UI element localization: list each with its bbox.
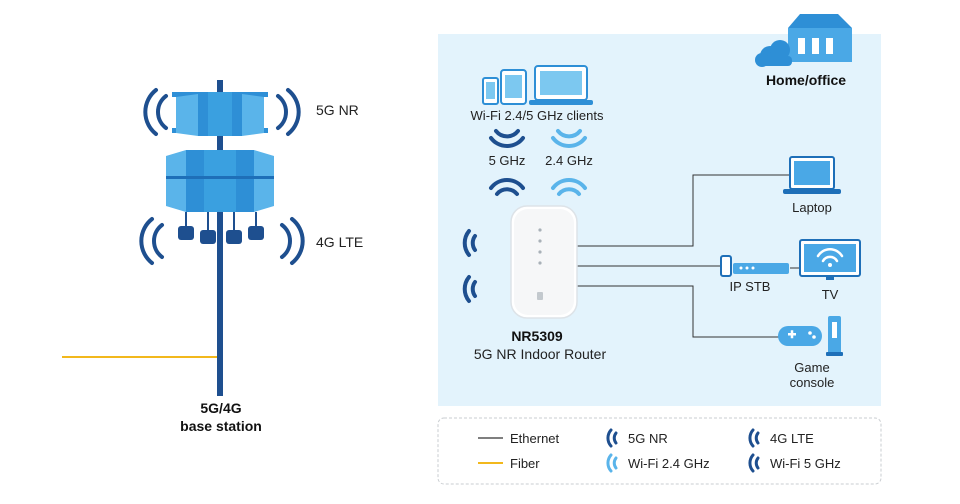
legend-ethernet-label: Ethernet bbox=[510, 431, 560, 446]
legend-nr-label: 5G NR bbox=[628, 431, 668, 446]
legend-wifi5-label: Wi-Fi 5 GHz bbox=[770, 456, 841, 471]
tower-title-line1: 5G/4G bbox=[200, 400, 241, 416]
legend-wifi5-icon bbox=[748, 453, 760, 473]
band-24ghz-label: 2.4 GHz bbox=[545, 153, 593, 168]
stb-label: IP STB bbox=[730, 279, 771, 294]
nr-signal-left-icon bbox=[143, 88, 168, 136]
router-device bbox=[510, 205, 578, 319]
nr-label: 5G NR bbox=[316, 102, 359, 118]
router-model: NR5309 bbox=[511, 328, 563, 344]
legend: Ethernet Fiber 5G NR Wi-Fi 2.4 GHz 4G LT… bbox=[437, 417, 882, 485]
stb-icon bbox=[720, 255, 789, 277]
laptop-label: Laptop bbox=[792, 200, 832, 215]
lte-signal-right-icon bbox=[280, 217, 305, 265]
tv-label: TV bbox=[822, 287, 839, 302]
cloud-icon bbox=[755, 40, 792, 67]
laptop-icon bbox=[783, 156, 841, 194]
router-lte-signal-icon bbox=[462, 275, 477, 303]
game-console-icon bbox=[778, 316, 843, 356]
lte-label: 4G LTE bbox=[316, 234, 363, 250]
base-station: 5G NR 4G LTE 5G/4G base station bbox=[62, 80, 363, 434]
home-office-panel: Home/office Wi-Fi 2.4/5 GHz clients 5 GH… bbox=[438, 14, 881, 406]
tower-title-line2: base station bbox=[180, 418, 262, 434]
tv-icon bbox=[799, 239, 861, 280]
game-label-line1: Game bbox=[794, 360, 829, 375]
nr-antenna-array bbox=[172, 92, 268, 136]
clients-label: Wi-Fi 2.4/5 GHz clients bbox=[471, 108, 604, 123]
tower-mast bbox=[217, 80, 223, 396]
legend-nr-icon bbox=[606, 428, 618, 448]
lte-antenna-array bbox=[166, 150, 274, 212]
legend-fiber-label: Fiber bbox=[510, 456, 540, 471]
router-desc: 5G NR Indoor Router bbox=[474, 346, 607, 362]
radio-units bbox=[178, 212, 264, 244]
phone-icon bbox=[482, 77, 499, 105]
legend-wifi24-label: Wi-Fi 2.4 GHz bbox=[628, 456, 710, 471]
client-laptop-icon bbox=[529, 65, 593, 105]
wifi-24ghz-client-icon bbox=[551, 129, 587, 148]
legend-wifi24-icon bbox=[606, 453, 618, 473]
game-label-line2: console bbox=[790, 375, 835, 390]
lte-signal-left-icon bbox=[139, 217, 164, 265]
tablet-icon bbox=[500, 69, 527, 105]
nr-signal-right-icon bbox=[276, 88, 301, 136]
legend-lte-label: 4G LTE bbox=[770, 431, 814, 446]
ethernet-lines bbox=[576, 174, 802, 338]
wifi-5ghz-client-icon bbox=[489, 129, 525, 148]
band-5ghz-label: 5 GHz bbox=[489, 153, 526, 168]
legend-box bbox=[437, 417, 882, 485]
wifi-24ghz-router-icon bbox=[551, 178, 587, 196]
router-nr-signal-icon bbox=[462, 229, 477, 257]
legend-lte-icon bbox=[748, 428, 760, 448]
building-icon bbox=[788, 14, 852, 62]
home-title: Home/office bbox=[766, 72, 846, 88]
wifi-5ghz-router-icon bbox=[489, 178, 525, 196]
